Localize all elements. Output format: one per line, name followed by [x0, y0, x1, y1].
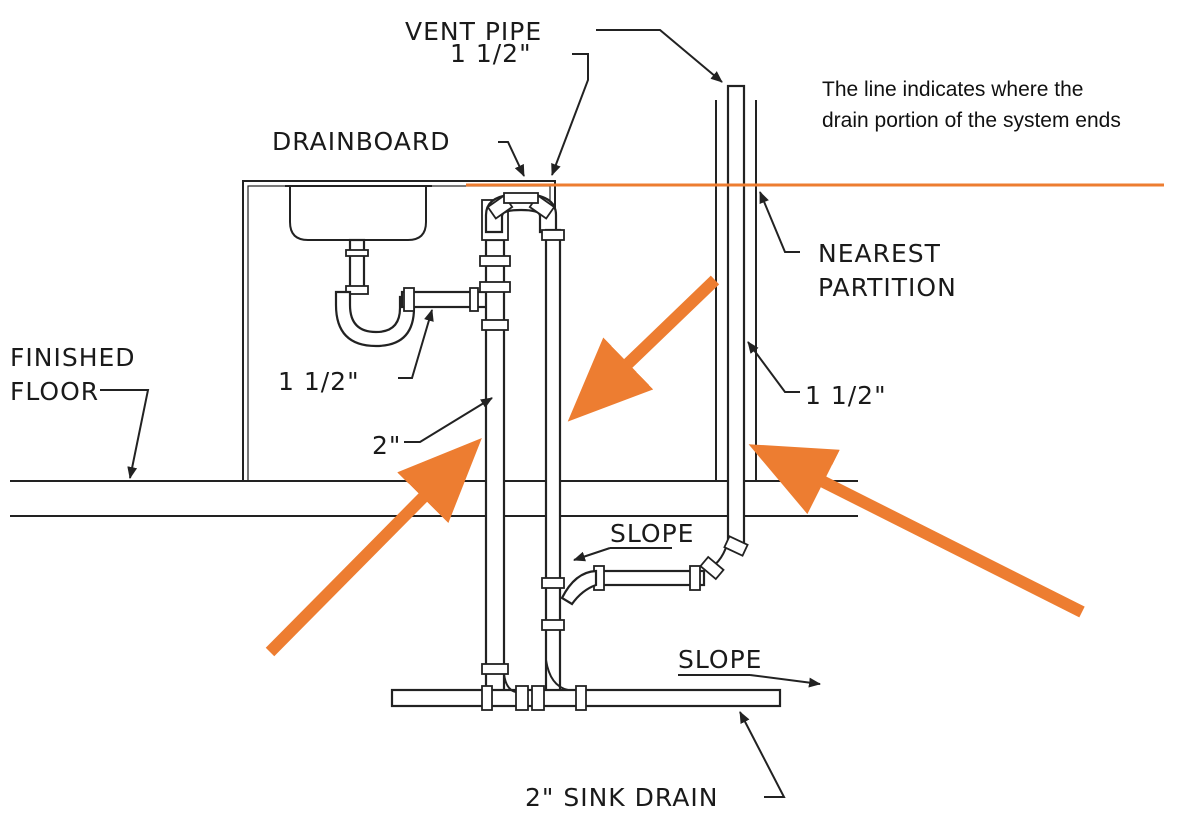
orange-arrow-3: [748, 444, 1085, 618]
labels: VENT PIPE 1 1/2" DRAINBOARD NEAREST PART…: [10, 17, 957, 812]
sink-drain: [390, 673, 782, 711]
vent-size-label: 1 1/2": [805, 381, 887, 410]
top-size-label: 1 1/2": [450, 39, 532, 68]
orange-arrow-2: [265, 437, 482, 657]
vent-riser: [699, 84, 757, 581]
orange-annotations: [265, 183, 1164, 657]
drain-size-label: 2": [372, 431, 401, 460]
annotation-line-1: The line indicates where the: [822, 78, 1084, 101]
annotation-note: The line indicates where the drain porti…: [822, 74, 1182, 136]
sink-bowl: [285, 185, 432, 241]
sink-drain-label: 2" SINK DRAIN: [525, 783, 718, 812]
partition-label: PARTITION: [818, 273, 957, 302]
vent-pipe-label: VENT PIPE: [405, 17, 542, 46]
floor-label: FLOOR: [10, 377, 99, 406]
orange-arrow-1: [567, 275, 720, 422]
drainboard-label: DRAINBOARD: [272, 127, 450, 156]
vent-branch: [560, 565, 706, 606]
drop-pipe: [541, 228, 569, 697]
slope-lower-label: SLOPE: [678, 645, 762, 674]
slope-upper-label: SLOPE: [610, 519, 694, 548]
finished-label: FINISHED: [10, 343, 136, 372]
nearest-label: NEAREST: [818, 239, 941, 268]
leader-lines: [100, 29, 821, 798]
annotation-line-2: drain portion of the system ends: [822, 109, 1121, 132]
trap-size-label: 1 1/2": [278, 367, 360, 396]
drain-stack: [479, 199, 511, 697]
p-trap: [334, 238, 496, 348]
return-bend: [484, 192, 558, 234]
